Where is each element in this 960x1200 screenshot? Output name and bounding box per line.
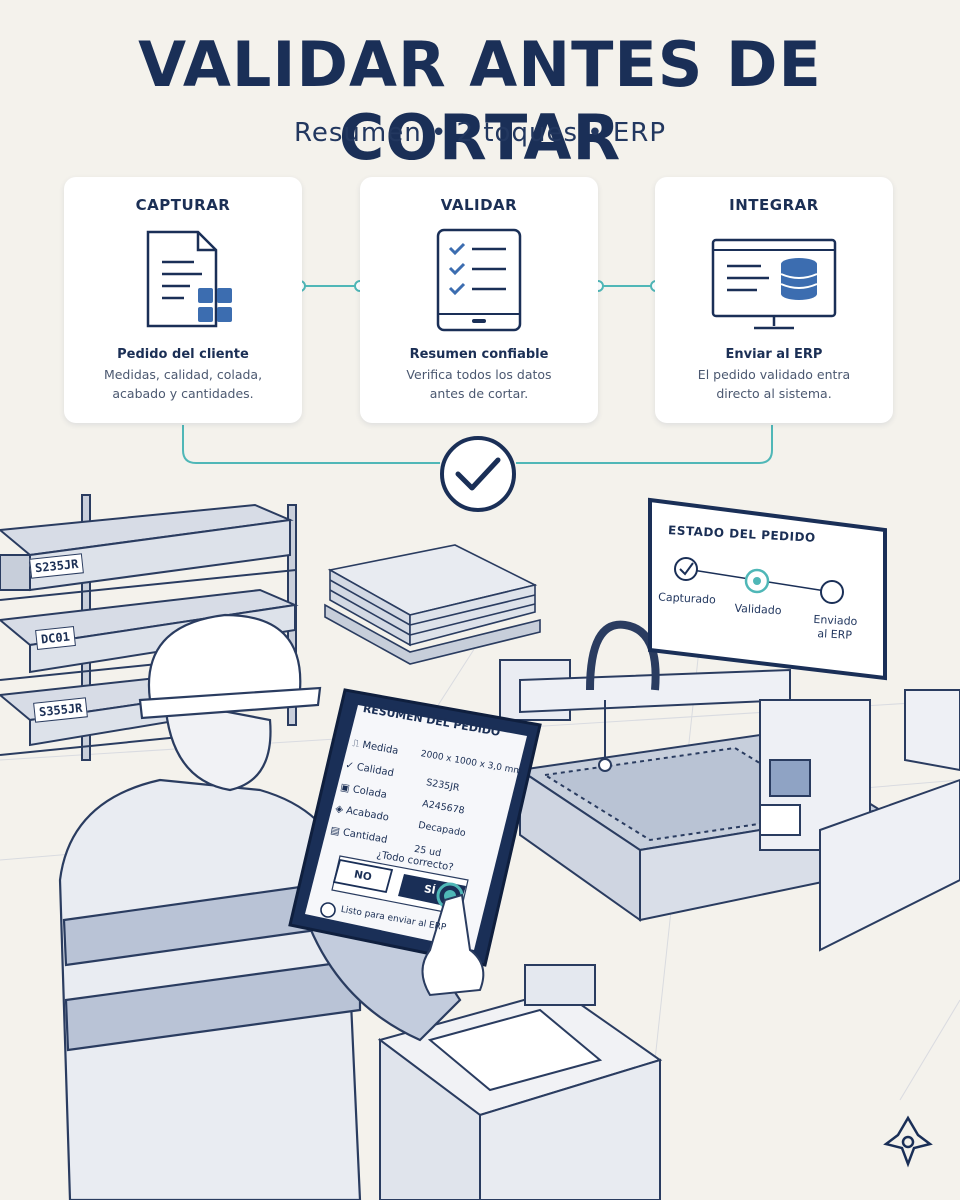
- card-heading: VALIDAR: [440, 196, 518, 214]
- rack-label: DC01: [35, 626, 76, 650]
- card-heading: INTEGRAR: [729, 196, 819, 214]
- card-caption-title: Pedido del cliente: [117, 347, 249, 362]
- card-caption-title: Enviar al ERP: [725, 347, 823, 362]
- ruler-icon: ⎍: [351, 738, 361, 751]
- box-icon: ▣: [339, 781, 351, 795]
- card-caption: Pedido del cliente Medidas, calidad, col…: [64, 347, 302, 403]
- check-icon: ✓: [344, 759, 355, 773]
- step-card-integrar: INTEGRAR Enviar al ERP El pedido validad…: [655, 177, 893, 423]
- page-title: VALIDAR ANTES DE CORTAR: [138, 28, 822, 174]
- step-card-capturar: CAPTURAR Pedido del cliente Medidas, cal…: [64, 177, 302, 423]
- calendar-icon: ▤: [329, 825, 341, 838]
- sheet-pallet: [324, 544, 541, 665]
- validation-check-icon: [440, 436, 516, 512]
- card-caption: Resumen confiable Verifica todos los dat…: [360, 347, 598, 403]
- workstation-desk: [377, 964, 663, 1200]
- page-subtitle: Resumen • 2 toques • ERP: [293, 118, 667, 148]
- step-card-validar: VALIDAR Resumen confiable Verifica todos…: [360, 177, 598, 423]
- caption-line: Medidas, calidad, colada,: [103, 367, 263, 382]
- card-caption-desc: Medidas, calidad, colada, acabado y cant…: [64, 365, 302, 403]
- card-heading: CAPTURAR: [135, 196, 231, 214]
- yes-button[interactable]: SÍ: [423, 883, 437, 897]
- card-caption-desc: Verifica todos los datos antes de cortar…: [360, 365, 598, 403]
- caption-line: acabado y cantidades.: [112, 386, 254, 401]
- status-step-sent: Enviado al ERP: [805, 613, 864, 644]
- brand-logo-icon: [883, 1115, 933, 1168]
- monitor-database-icon: [711, 238, 837, 330]
- caption-line: directo al sistema.: [716, 386, 832, 401]
- order-status-board: [648, 497, 887, 681]
- card-caption: Enviar al ERP El pedido validado entra d…: [655, 347, 893, 403]
- drop-icon: ◈: [334, 803, 344, 816]
- card-caption-desc: El pedido validado entra directo al sist…: [655, 365, 893, 403]
- caption-line: El pedido validado entra: [697, 367, 851, 382]
- card-caption-title: Resumen confiable: [409, 347, 549, 362]
- safety-fence: [819, 689, 960, 952]
- caption-line: antes de cortar.: [429, 386, 529, 401]
- tablet-device: [288, 688, 542, 967]
- caption-line: Verifica todos los datos: [406, 367, 552, 382]
- status-step-label: Enviado: [813, 612, 858, 629]
- document-grid-icon: [146, 230, 232, 328]
- worker-hand: [421, 893, 485, 997]
- checklist-tablet-icon: [436, 228, 522, 332]
